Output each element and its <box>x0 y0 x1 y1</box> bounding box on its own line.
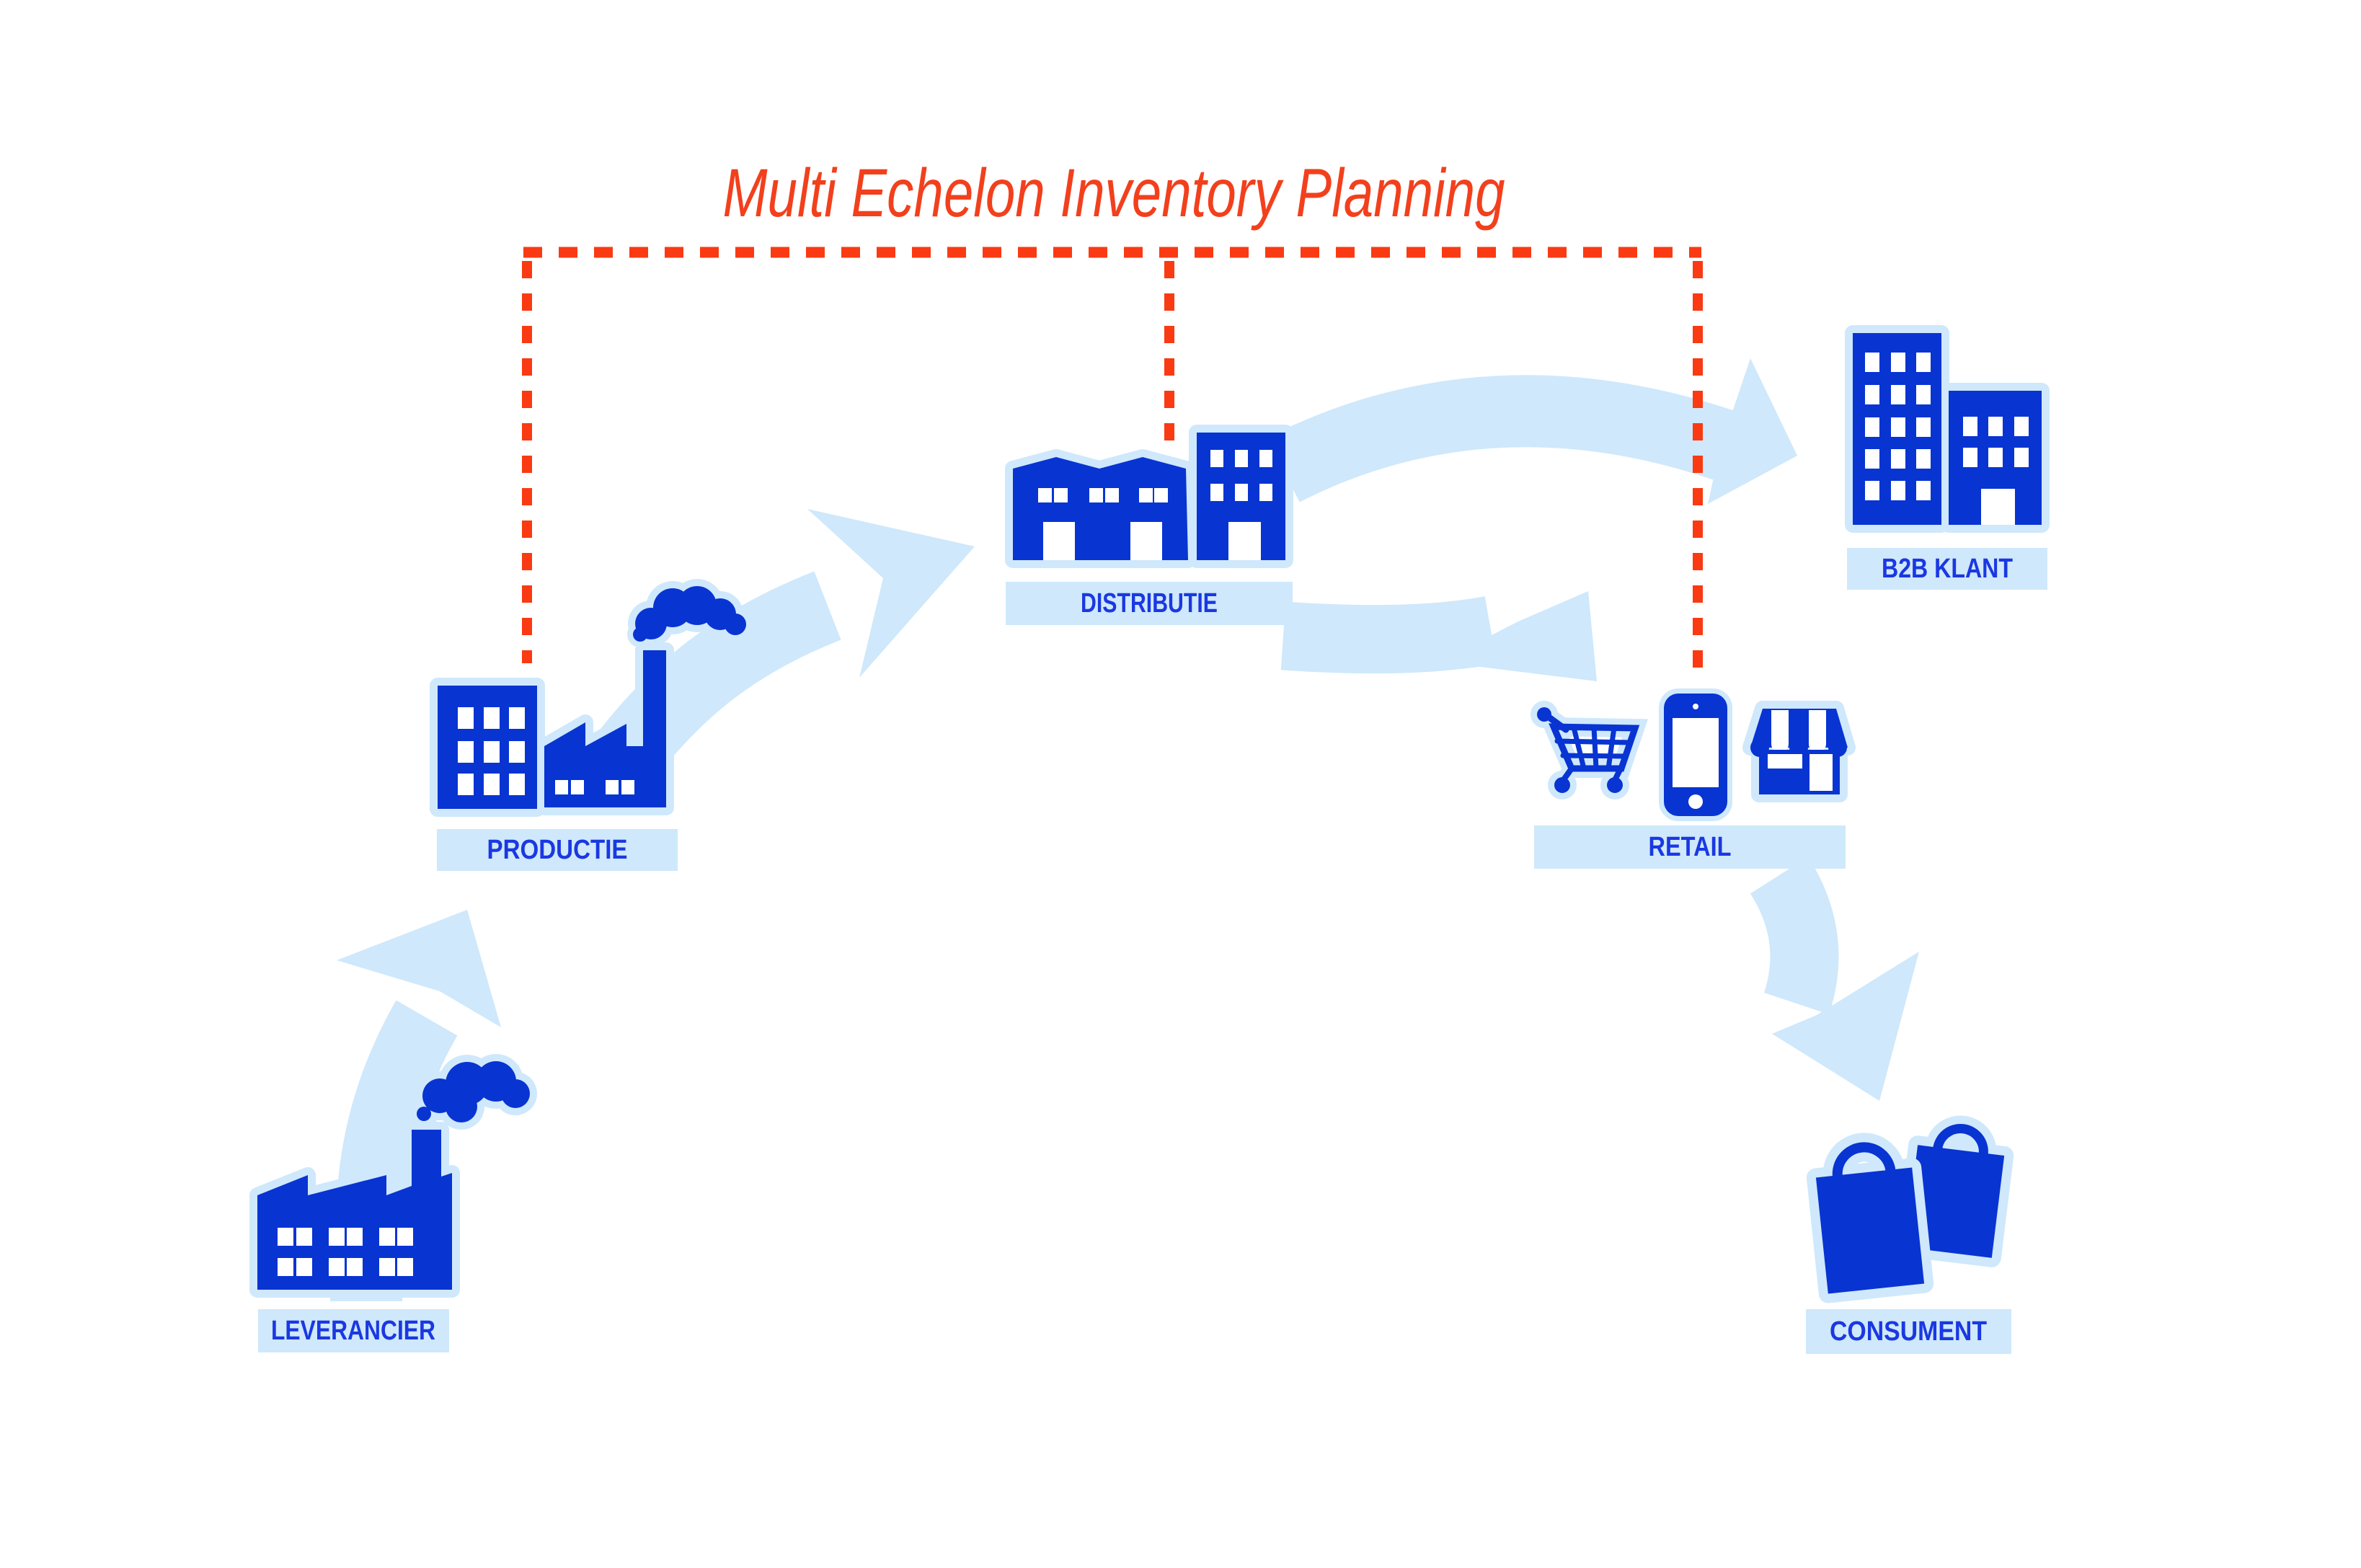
smartphone-icon <box>1659 688 1732 821</box>
label-productie: PRODUCTIE <box>487 835 628 865</box>
phone-screen <box>1673 718 1719 787</box>
warehouse-windows <box>1038 488 1168 502</box>
label-bar-leverancier <box>258 1309 449 1352</box>
node-b2b-klant: B2B KLANT <box>1845 325 2050 590</box>
smoke-icon <box>409 1054 537 1130</box>
planning-scope-bracket <box>522 247 1703 681</box>
label-bar-distributie <box>1006 582 1293 625</box>
arrow-head <box>1708 358 1797 504</box>
arrow-distributie-to-b2b <box>1267 358 1797 504</box>
smoke-cloud <box>633 586 746 642</box>
warehouse-icon <box>1005 425 1293 568</box>
arrow-tail <box>1280 596 1497 674</box>
node-consument: CONSUMENT <box>1806 1115 2014 1354</box>
bag-handle <box>1933 1124 1988 1156</box>
node-retail: RETAIL <box>1531 688 1856 869</box>
office-windows <box>1210 450 1272 501</box>
factory-hall <box>544 650 666 807</box>
annex-windows <box>1963 417 2029 467</box>
production-factory-icon <box>430 642 674 817</box>
office-windows <box>458 707 525 795</box>
b2b-buildings-icon <box>1845 325 2050 533</box>
label-consument: CONSUMENT <box>1830 1316 1987 1347</box>
office-door <box>1228 522 1261 560</box>
store-window <box>1768 754 1802 769</box>
phone-camera <box>1693 704 1698 709</box>
label-bar-productie <box>437 829 678 871</box>
arrow-head <box>807 509 975 678</box>
factory-pedestal <box>330 1290 402 1301</box>
bag-left <box>1806 1133 1934 1303</box>
label-distributie: DISTRIBUTIE <box>1081 588 1218 619</box>
arrow-head <box>1440 591 1597 681</box>
smoke-cloud <box>417 1061 530 1122</box>
arrow-head <box>337 910 501 1027</box>
label-bar-retail <box>1534 825 1846 869</box>
label-bar-b2b-klant <box>1847 548 2047 590</box>
bag-body <box>1905 1145 2005 1258</box>
arrow-tail <box>1750 856 1839 1015</box>
arrow-tail <box>1267 375 1737 502</box>
factory-windows <box>278 1228 413 1276</box>
label-retail: RETAIL <box>1649 832 1732 862</box>
store-door <box>1809 754 1833 791</box>
node-distributie: DISTRIBUTIE <box>1005 425 1293 625</box>
smoke-icon <box>627 579 753 647</box>
phone-home-button <box>1688 794 1703 809</box>
cart-lines <box>1537 707 1640 793</box>
arrow-head <box>1772 952 1919 1101</box>
arrow-distributie-to-retail <box>1280 591 1597 681</box>
shopping-cart-icon <box>1531 701 1649 799</box>
supplier-factory-icon <box>249 1122 460 1301</box>
arrow-retail-to-consument <box>1750 856 1919 1101</box>
label-leverancier: LEVERANCIER <box>271 1316 435 1346</box>
label-bar-consument <box>1806 1309 2011 1354</box>
tower-windows <box>1865 353 1931 500</box>
node-productie: PRODUCTIE <box>430 579 753 871</box>
storefront-icon <box>1742 701 1856 802</box>
warehouse-doors <box>1043 522 1162 560</box>
bag-handle <box>1832 1142 1896 1178</box>
label-b2b-klant: B2B KLANT <box>1882 554 2013 584</box>
shopping-bags-icon <box>1806 1115 2014 1303</box>
factory-windows <box>555 780 634 794</box>
awning-stripes <box>1771 710 1826 753</box>
bag-body <box>1815 1167 1925 1294</box>
diagram-title: Multi Echelon Inventory Planning <box>723 155 1505 231</box>
factory-body <box>257 1130 452 1290</box>
node-leverancier: LEVERANCIER <box>249 1054 537 1352</box>
annex-door <box>1981 489 2015 525</box>
